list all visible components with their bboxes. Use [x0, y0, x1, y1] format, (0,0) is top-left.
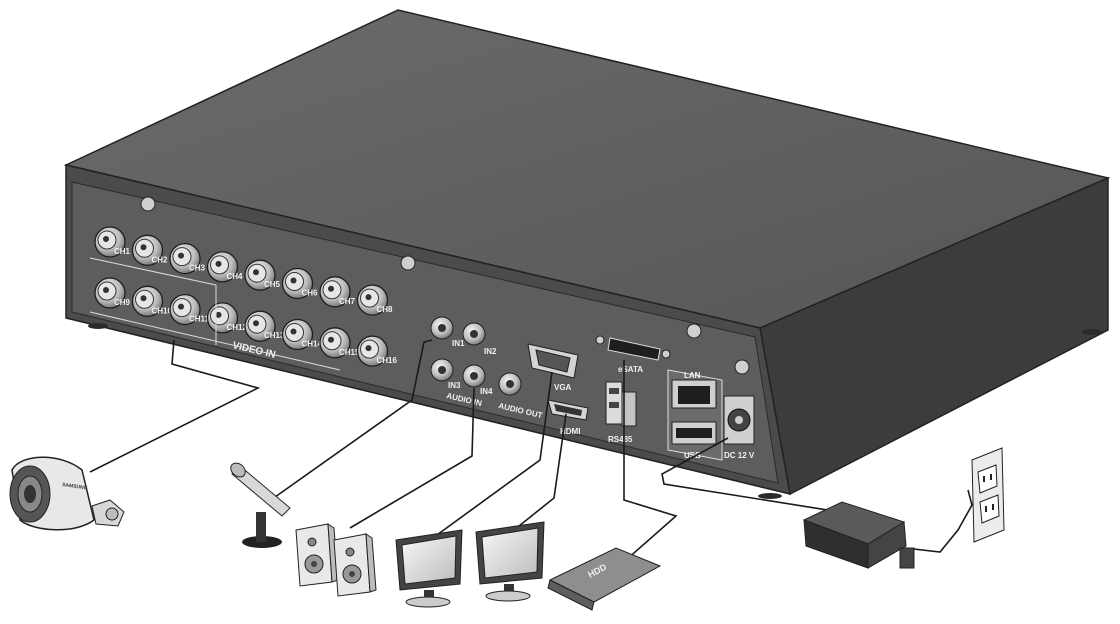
bnc-port-ch5[interactable]: CH5 — [244, 259, 281, 291]
channel-label: CH2 — [152, 255, 169, 264]
audio-in-4-label: IN4 — [480, 387, 493, 396]
bnc-port-ch11[interactable]: CH11 — [169, 293, 210, 326]
audio-out-port[interactable] — [498, 372, 522, 396]
wall-outlet — [971, 447, 1005, 543]
camera-brand-label: SAMSUNG — [62, 482, 88, 492]
rear-panel-plate — [71, 181, 779, 484]
bnc-port-ch1[interactable]: CH1 — [94, 226, 131, 258]
hdmi-cable — [513, 413, 567, 531]
channel-label: CH7 — [339, 297, 356, 306]
esata-port[interactable]: eSATA — [595, 335, 671, 374]
audio-in-4[interactable]: IN4 — [462, 364, 493, 396]
bnc-port-ch14[interactable]: CH14 — [281, 318, 323, 351]
bnc-port-ch7[interactable]: CH7 — [319, 276, 356, 308]
esata-label: eSATA — [618, 365, 643, 374]
power-adapter — [802, 501, 915, 569]
bnc-port-ch8[interactable]: CH8 — [356, 284, 394, 316]
esata-cable — [623, 360, 678, 561]
hdmi-label: HDMI — [560, 427, 580, 436]
rs485-terminal[interactable]: RS485 — [605, 381, 637, 444]
channel-label: CH11 — [189, 315, 210, 324]
microphone — [230, 462, 291, 548]
bnc-port-ch9[interactable]: CH9 — [94, 277, 131, 309]
channel-label: CH12 — [227, 323, 248, 332]
channel-label: CH15 — [339, 348, 360, 357]
microphone-cable — [267, 339, 433, 503]
channel-label: CH5 — [264, 280, 281, 289]
audio-in-1-label: IN1 — [452, 339, 465, 348]
audio-in-3[interactable]: IN3 — [430, 358, 461, 390]
hdmi-monitor — [475, 521, 545, 602]
bnc-port-ch12[interactable]: CH12 — [206, 302, 248, 334]
lan-label: LAN — [684, 371, 701, 380]
audio-in-3-label: IN3 — [448, 381, 461, 390]
speaker-cable — [349, 387, 475, 529]
bnc-port-ch6[interactable]: CH6 — [281, 267, 319, 300]
vga-cable — [429, 371, 553, 541]
channel-label: CH4 — [227, 272, 244, 281]
bnc-port-ch4[interactable]: CH4 — [206, 251, 244, 283]
channel-label: CH13 — [264, 331, 285, 340]
channel-label: CH8 — [377, 305, 394, 314]
channel-label: CH6 — [302, 289, 319, 298]
audio-in-1[interactable]: IN1 — [430, 316, 465, 348]
speakers — [295, 523, 377, 597]
camera-cable — [89, 339, 261, 473]
power-cable — [661, 437, 841, 513]
channel-label: CH3 — [189, 264, 206, 273]
cctv-camera: SAMSUNG — [9, 456, 125, 531]
vga-label: VGA — [554, 383, 572, 392]
bnc-port-ch15[interactable]: CH15 — [319, 327, 360, 359]
dc-power-jack[interactable]: DC 12 V — [723, 395, 755, 460]
mains-cable — [904, 489, 973, 553]
cables — [89, 339, 973, 561]
usb-label: USB — [684, 451, 701, 460]
rs485-label: RS485 — [608, 435, 633, 444]
dvr-unit — [63, 9, 1111, 499]
channel-label: CH10 — [152, 306, 173, 315]
channel-label: CH9 — [114, 298, 131, 307]
vga-port[interactable]: VGA — [527, 343, 579, 392]
audio-in-2-label: IN2 — [484, 347, 497, 356]
panel-screws — [140, 196, 750, 375]
channel-label: CH16 — [377, 356, 398, 365]
channel-label: CH1 — [114, 247, 131, 256]
bnc-port-ch3[interactable]: CH3 — [169, 242, 206, 275]
hdmi-port[interactable]: HDMI — [547, 399, 589, 436]
vga-monitor — [395, 529, 463, 608]
dc-label: DC 12 V — [724, 451, 755, 460]
usb-port[interactable]: USB — [671, 421, 717, 460]
bnc-port-ch13[interactable]: CH13 — [244, 310, 285, 342]
bnc-port-ch10[interactable]: CH10 — [131, 285, 173, 317]
channel-label: CH14 — [302, 340, 323, 349]
bnc-port-ch16[interactable]: CH16 — [356, 335, 398, 367]
audio-in-2[interactable]: IN2 — [462, 322, 497, 356]
lan-port[interactable]: LAN — [671, 371, 717, 409]
external-hdd: HDD — [547, 547, 662, 611]
bnc-port-ch2[interactable]: CH2 — [131, 234, 169, 266]
